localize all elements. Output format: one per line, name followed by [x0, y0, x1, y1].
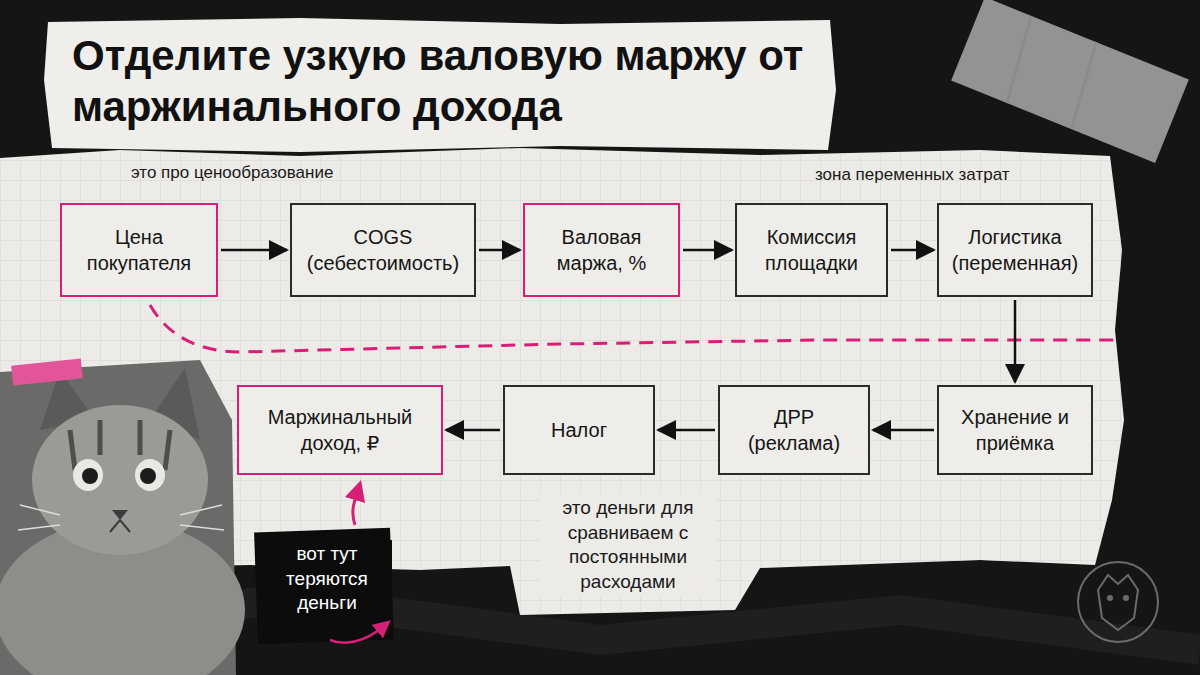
flow-arrow — [658, 429, 715, 432]
process-box: Комиссия площадки — [735, 203, 888, 297]
dashed-divider — [150, 305, 1120, 352]
box-label: Комиссия площадки — [747, 224, 876, 276]
note-paper — [254, 528, 394, 645]
cat-photo — [0, 358, 245, 675]
process-box: Хранение и приёмка — [937, 385, 1093, 475]
flow-arrow — [221, 249, 287, 252]
process-box: COGS (себестоимость) — [290, 203, 476, 297]
process-box: Цена покупателя — [60, 203, 218, 297]
sticky-note: вот тут теряются деньги — [262, 540, 392, 618]
flow-arrow — [479, 249, 520, 252]
box-label: Маржинальный доход, ₽ — [249, 404, 431, 456]
flow-arrow — [1014, 300, 1017, 382]
pointer-arrow — [353, 490, 358, 525]
flow-arrow — [446, 429, 500, 432]
annotation: зона переменных затрат — [812, 162, 1108, 188]
logo-badge — [1078, 562, 1158, 642]
flow-arrow — [891, 249, 934, 252]
flow-arrow — [873, 429, 934, 432]
box-label: Валовая маржа, % — [535, 224, 668, 276]
box-label: Логистика (переменная) — [949, 224, 1081, 276]
process-box: Маржинальный доход, ₽ — [237, 385, 443, 475]
diagram-title: Отделите узкую валовую маржу от маржинал… — [72, 30, 812, 132]
flow-arrow — [683, 249, 732, 252]
process-box: Валовая маржа, % — [523, 203, 680, 297]
note-flourish — [330, 626, 384, 643]
process-box: ДРР (реклама) — [718, 385, 870, 475]
box-label: Цена покупателя — [72, 224, 206, 276]
annotation: это деньги для сравниваем с постоянными … — [540, 494, 716, 597]
title-paper — [44, 18, 836, 152]
box-label: ДРР (реклама) — [730, 404, 858, 456]
tape — [951, 0, 1189, 163]
box-label: COGS (себестоимость) — [302, 224, 464, 276]
box-label: Налог — [551, 417, 607, 443]
process-box: Логистика (переменная) — [937, 203, 1093, 297]
box-label: Хранение и приёмка — [949, 404, 1081, 456]
annotation: это про ценообразование — [128, 160, 394, 186]
process-box: Налог — [503, 385, 655, 475]
